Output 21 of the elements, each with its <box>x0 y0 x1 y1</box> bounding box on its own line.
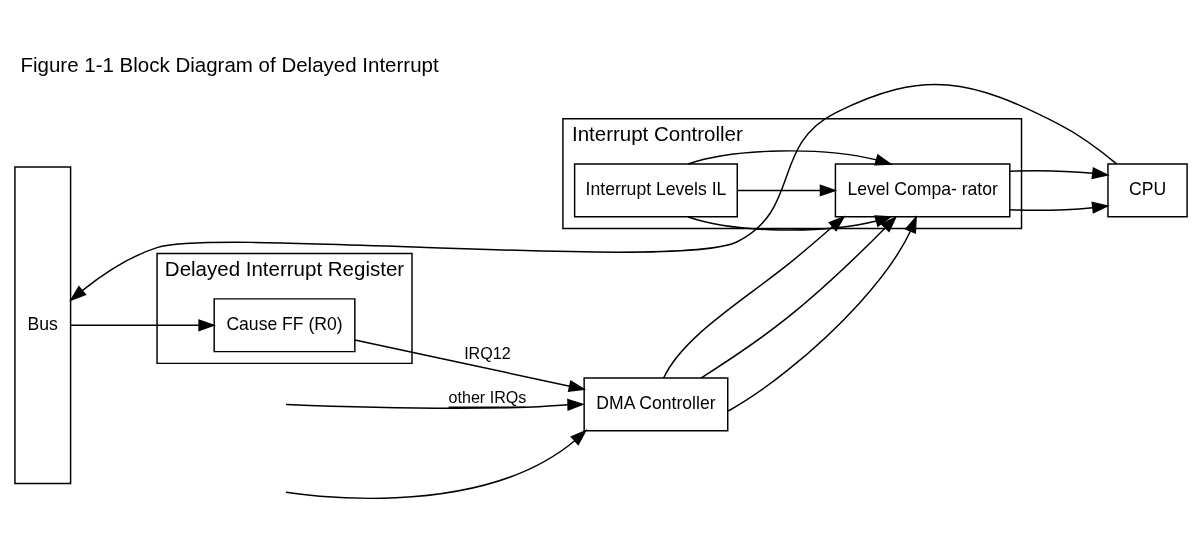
arrow <box>69 83 1118 301</box>
arrow <box>285 398 585 411</box>
arrow <box>285 428 588 499</box>
arrow <box>687 149 893 166</box>
node-box: Bus <box>14 165 72 484</box>
node-box: DMA Controller <box>583 376 729 431</box>
edge-label: other IRQs <box>448 387 527 406</box>
node-box: Level Compa- rator <box>834 162 1011 218</box>
arrow <box>727 214 917 412</box>
node-box: CPU <box>1107 162 1188 218</box>
diagram-title: Figure 1-1 Block Diagram of Delayed Interrupt <box>20 52 439 76</box>
arrow <box>354 338 587 392</box>
arrow <box>1009 166 1110 179</box>
arrow <box>1009 201 1110 214</box>
node-box: Cause FF (R0) <box>213 297 356 352</box>
arrow <box>737 183 838 197</box>
edge-label: IRQ12 <box>464 343 511 362</box>
node-box: Interrupt Levels IL <box>573 162 738 218</box>
arrow <box>662 215 846 379</box>
arrow <box>69 318 216 331</box>
arrow <box>700 215 898 378</box>
